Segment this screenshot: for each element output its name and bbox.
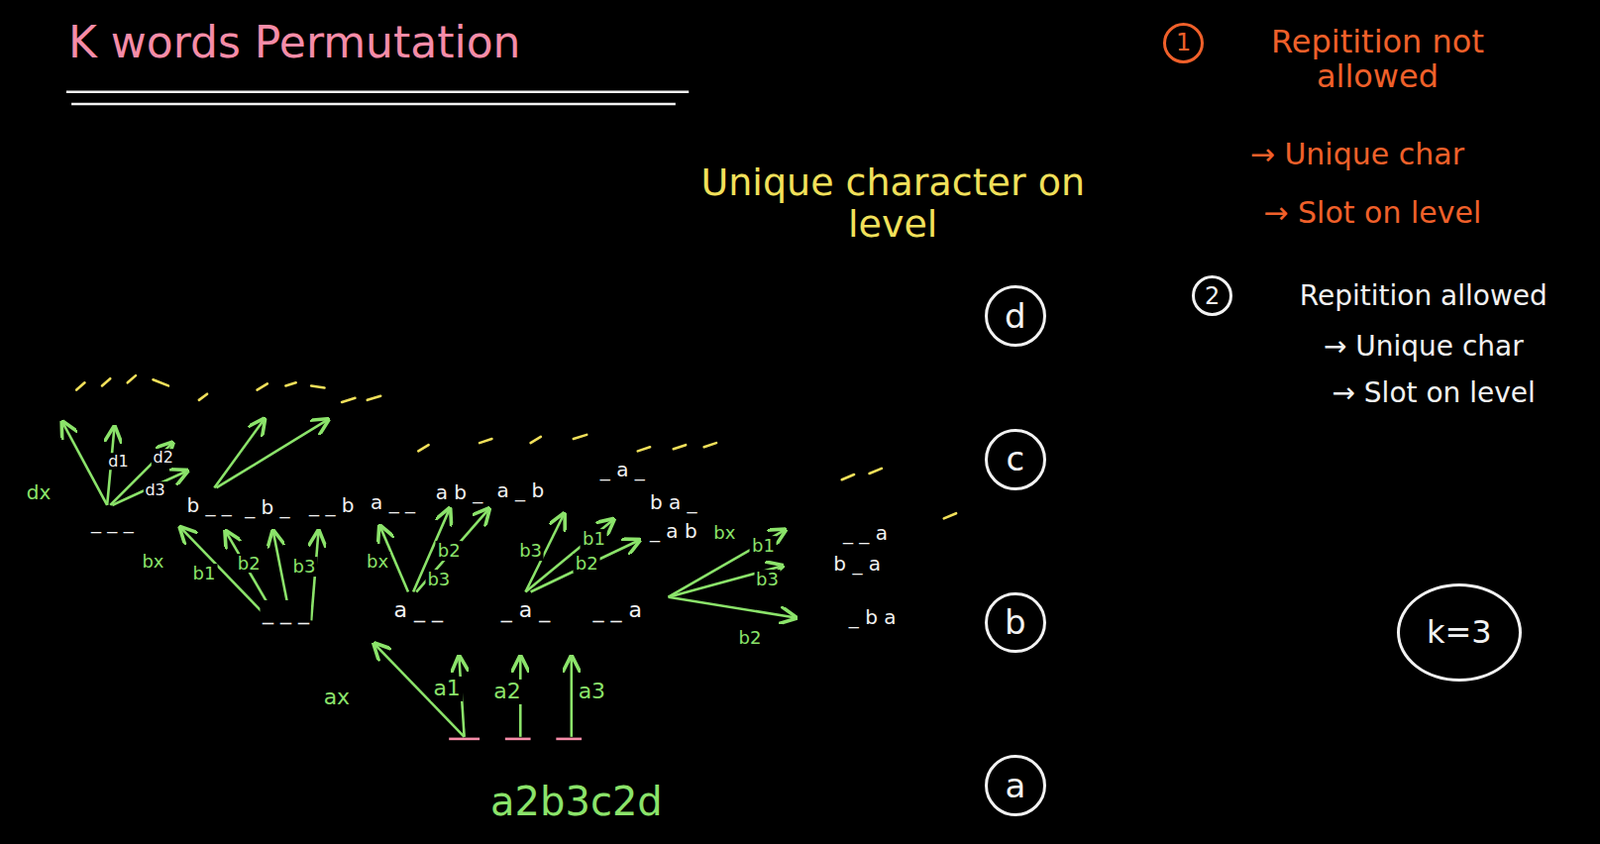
slot-pattern: _ _ a [590,598,643,623]
slot-tick [944,513,957,519]
branch-label: b1 [191,563,218,584]
slot-pattern: a b _ [433,481,486,504]
branch-label: ax [321,685,353,710]
slot-pattern: _ _ _ [260,600,312,625]
node-text: 1 [1175,29,1191,56]
branch-arrow [111,471,186,506]
step-number: 2 [1191,275,1233,317]
branch-arrow [311,533,319,622]
branch-label: b3 [753,569,781,590]
slot-tick [199,394,208,401]
slot-pattern: _ a b [647,520,700,542]
branch-label: bx [139,551,166,572]
slot-tick [102,378,110,386]
slot-dash [555,738,582,742]
branch-label: b3 [290,556,318,577]
branch-arrow [668,597,795,619]
slot-dash [505,738,532,742]
slot-pattern: _ a _ [598,458,647,481]
branch-arrow [416,510,488,592]
slot-pattern: _ b a [847,606,899,629]
slot-tick [285,382,296,386]
node-text: 2 [1204,283,1220,310]
slot-pattern: b a _ [647,491,700,514]
slot-tick [573,434,587,439]
node-text: c [1005,440,1025,478]
slot-tick [704,442,717,447]
note-text: → Slot on level [1261,196,1484,229]
slot-pattern: _ a _ [499,598,552,623]
slot-tick [367,396,381,401]
level-circle: b [984,592,1047,654]
branch-arrow [668,566,781,598]
branch-label: dx [24,481,54,504]
slot-tick [257,383,268,390]
input-string: a2b3c2d [488,779,665,824]
branch-label: b1 [580,529,608,549]
branch-label: a1 [430,676,462,701]
branch-arrow [63,424,107,506]
branch-label: b3 [425,569,452,590]
slot-pattern: _ _ b [307,494,356,517]
page-title: K words Permutation [66,18,524,67]
slot-tick [152,379,168,386]
title-underline [66,90,689,94]
slot-pattern: _ _ a [841,522,890,544]
slot-tick [869,468,882,474]
branch-label: b3 [517,540,544,561]
slot-tick [638,446,650,451]
branch-arrow [213,420,263,488]
branch-label: bx [364,551,391,572]
slot-tick [311,385,324,388]
slot-tick [531,436,541,443]
branch-label: bx [711,523,738,543]
note-text: → Slot on level [1329,377,1537,409]
k-circle: k=3 [1396,583,1522,682]
note-text: → Unique char [1321,331,1526,363]
slot-tick [418,444,428,451]
branch-label: b2 [573,553,601,574]
branch-label: d2 [151,448,176,467]
slot-pattern: b _ _ [184,494,233,517]
level-circle: c [984,428,1047,491]
node-text: b [1004,604,1027,641]
node-text: k=3 [1426,615,1493,650]
branch-label: b2 [235,553,263,574]
slot-tick [76,382,85,390]
branch-label: b2 [435,540,463,561]
level-circle: d [984,285,1047,347]
slot-pattern: a _ _ [368,491,418,514]
slot-pattern: _ _ _ [89,511,136,534]
branch-label: d3 [142,481,167,500]
branch-label: a2 [491,679,523,704]
slot-pattern: _ b _ [242,496,292,519]
branch-label: b2 [737,628,764,648]
slot-pattern: a _ b [494,479,546,502]
branch-arrow [181,529,271,622]
branch-label: a3 [576,679,608,704]
slot-tick [673,444,686,449]
note-text: Unique character on level [692,162,1093,246]
branch-arrow [569,657,573,737]
slot-tick [842,474,854,480]
slot-tick [127,375,136,383]
slot-tick [341,398,355,403]
branch-label: b1 [749,535,777,556]
slot-pattern: a _ _ [392,598,445,623]
level-circle: a [984,754,1047,817]
slot-tick [479,438,492,443]
title-underline [71,103,676,107]
slot-pattern: b _ a [831,552,883,575]
note-text: Repitition not allowed [1211,24,1543,95]
node-text: d [1004,298,1027,335]
node-text: a [1004,767,1026,805]
note-text: Repitition allowed [1297,280,1550,312]
slot-dash [448,738,480,742]
branch-arrow [375,644,465,738]
branch-arrow [215,420,326,488]
step-number: 1 [1163,22,1204,64]
note-text: → Unique char [1248,136,1467,170]
branch-label: d1 [106,452,130,471]
